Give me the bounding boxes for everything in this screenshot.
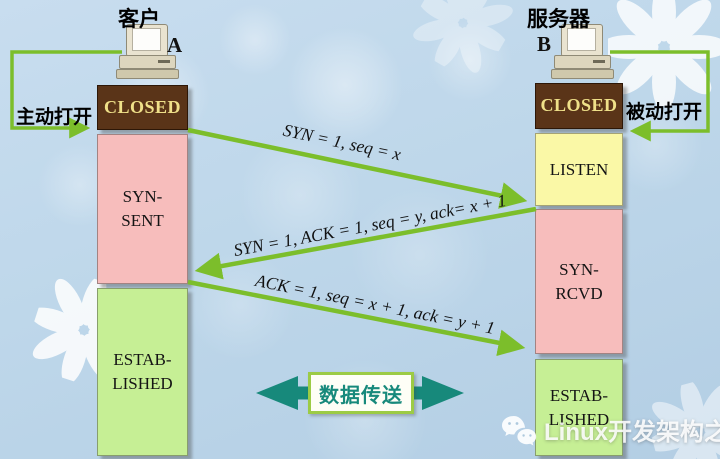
passive-open-label: 被动打开	[626, 102, 703, 123]
server-title: 服务器	[527, 8, 590, 31]
client-computer-icon	[116, 24, 179, 79]
active-open-label: 主动打开	[16, 107, 93, 128]
client-title: 客户	[118, 8, 160, 31]
server-state-established: ESTAB- LISHED	[535, 359, 623, 456]
disk-slot	[593, 60, 605, 63]
server-state-listen: LISTEN	[535, 133, 623, 206]
watermark-text: Linux开发架构之路	[544, 419, 720, 446]
syn-ack-arrow	[194, 206, 537, 280]
server-state-closed: CLOSED	[535, 83, 623, 129]
ack-arrow	[187, 279, 526, 357]
server-computer-icon	[551, 24, 614, 79]
computer-base	[551, 69, 614, 79]
computer-base	[116, 69, 179, 79]
computer-body	[554, 55, 611, 69]
syn-arrow	[187, 127, 528, 209]
disk-slot	[158, 60, 170, 63]
screen	[567, 28, 596, 51]
client-state-syn-sent: SYN- SENT	[97, 134, 188, 284]
right-arrowhead-icon	[422, 376, 464, 410]
flower-decoration	[413, 0, 513, 73]
client-host-label: A	[167, 33, 183, 57]
data-transfer-label: 数据传送	[308, 372, 414, 414]
server-host-label: B	[537, 32, 552, 56]
client-state-established: ESTAB- LISHED	[97, 288, 188, 456]
wechat-icon	[502, 415, 537, 445]
client-state-closed: CLOSED	[97, 85, 188, 130]
screen	[132, 28, 161, 51]
passive-open-arrow	[610, 50, 710, 142]
left-arrowhead-icon	[256, 376, 298, 410]
computer-body	[119, 55, 176, 69]
flower-decoration	[608, 0, 720, 106]
flower-decoration	[647, 379, 720, 459]
active-open-arrow	[10, 50, 122, 139]
server-state-syn-rcvd: SYN- RCVD	[535, 209, 623, 354]
watermark: Linux开发架构之路	[500, 412, 720, 447]
